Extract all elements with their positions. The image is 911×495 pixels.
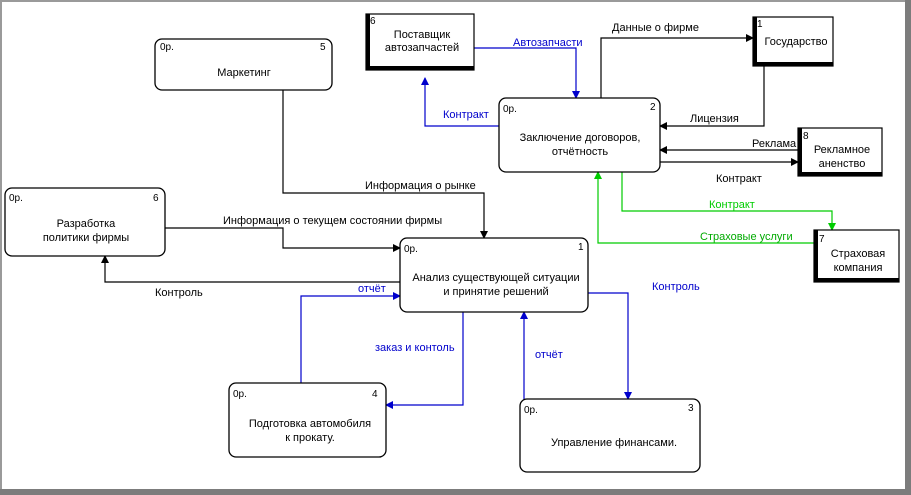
process-cost: 0р. [503, 104, 517, 115]
process-cost: 0р. [160, 42, 174, 53]
flow-label-license: Лицензия [690, 113, 739, 125]
process-cost: 0р. [404, 244, 418, 255]
process-contracts[interactable]: 0р. 2 Заключение договоров, отчётность [498, 97, 661, 173]
flow-line-company-state-info[interactable] [165, 227, 401, 252]
flow-label-company-data: Данные о фирме [612, 22, 699, 34]
flows-layer [101, 34, 836, 409]
process-title-line-1: Управление финансами. [551, 437, 677, 449]
process-finance[interactable]: 0р. 3 Управление финансами. [519, 398, 701, 473]
process-preparation[interactable]: 0р. 4 Подготовка автомобиля к прокату. [228, 382, 387, 458]
process-number: 2 [650, 102, 656, 113]
process-policy[interactable]: 0р. 6 Разработка политики фирмы [4, 187, 166, 257]
window-frame-left [0, 0, 2, 495]
flow-label-advertising: Реклама [752, 138, 797, 150]
window-frame-top [0, 0, 911, 2]
flow-line-company-data[interactable] [600, 34, 754, 98]
entity-title-line-1: Страховая [831, 248, 886, 260]
process-title-line-1: Анализ существующей ситуации [412, 272, 579, 284]
flow-label-contract-supplier: Контракт [443, 109, 489, 121]
process-title-line-1: Разработка [57, 218, 117, 230]
process-title-line-1: Подготовка автомобиля [249, 418, 371, 430]
entity-title-line-2: компания [834, 262, 883, 274]
process-title-line-2: и принятие решений [443, 286, 548, 298]
entity-title-line-2: аненство [819, 158, 866, 170]
process-title-line-2: отчётность [552, 146, 609, 158]
flow-label-autoparts: Автозапчасти [513, 37, 583, 49]
flow-label-order-control: заказ и контоль [375, 342, 455, 354]
process-title-line-2: к прокату. [285, 432, 335, 444]
flow-label-control-finance: Контроль [652, 281, 700, 293]
flow-line-license[interactable] [659, 66, 765, 130]
entity-number: 7 [819, 234, 825, 245]
flow-line-autoparts[interactable] [474, 47, 580, 99]
process-number: 1 [578, 242, 584, 253]
flow-label-control-policy: Контроль [155, 287, 203, 299]
flow-label-report-finance: отчёт [535, 349, 563, 361]
flow-line-report-prep[interactable] [300, 292, 401, 383]
flow-line-contract-insurance[interactable] [621, 172, 836, 231]
process-cost: 0р. [233, 389, 247, 400]
window-frame-bottom [0, 489, 911, 495]
entity-title-line-1: Государство [764, 36, 827, 48]
entity-number: 6 [370, 16, 376, 27]
flow-line-insurance-services[interactable] [594, 171, 814, 244]
process-cost: 0р. [9, 193, 23, 204]
entity-title-line-1: Поставщик [394, 29, 451, 41]
entity-state[interactable]: 1 Государство [752, 16, 834, 67]
flow-labels-layer: Автозапчасти Контракт Данные о фирме Лиц… [155, 22, 797, 361]
window-frame-right [905, 0, 911, 495]
entity-number: 1 [757, 19, 763, 30]
flow-label-contract-agency: Контракт [716, 173, 762, 185]
entity-title-line-1: Рекламное [814, 144, 870, 156]
flow-line-market-info[interactable] [282, 90, 488, 239]
flow-line-order-control[interactable] [385, 312, 464, 409]
entity-adagency[interactable]: 8 Рекламное аненство [797, 127, 883, 177]
process-title-line-1: Заключение договоров, [520, 132, 641, 144]
process-analysis[interactable]: 0р. 1 Анализ существующей ситуации и при… [399, 237, 589, 313]
process-number: 5 [320, 42, 326, 53]
flow-label-insurance-services: Страховые услуги [700, 231, 793, 243]
process-title-line-2: политики фирмы [43, 232, 129, 244]
flow-line-control-policy[interactable] [101, 255, 400, 283]
flow-label-report-prep: отчёт [358, 283, 386, 295]
flow-label-company-state-info: Информация о текущем состоянии фирмы [223, 215, 442, 227]
process-number: 4 [372, 389, 378, 400]
entity-supplier[interactable]: 6 Поставщик автозапчастей [365, 13, 475, 71]
process-marketing[interactable]: 0р. 5 Маркетинг [154, 38, 333, 91]
entity-insurance[interactable]: 7 Страховая компания [813, 229, 900, 283]
entity-number: 8 [803, 131, 809, 142]
flow-label-contract-insurance: Контракт [709, 199, 755, 211]
process-cost: 0р. [524, 405, 538, 416]
entity-title-line-2: автозапчастей [385, 42, 459, 54]
flow-label-market-info: Информация о рынке [365, 180, 476, 192]
process-number: 6 [153, 193, 159, 204]
flow-line-control-finance[interactable] [588, 292, 632, 400]
flow-line-contract-supplier[interactable] [421, 77, 499, 127]
process-number: 3 [688, 403, 694, 414]
process-title-line-1: Маркетинг [217, 67, 270, 79]
